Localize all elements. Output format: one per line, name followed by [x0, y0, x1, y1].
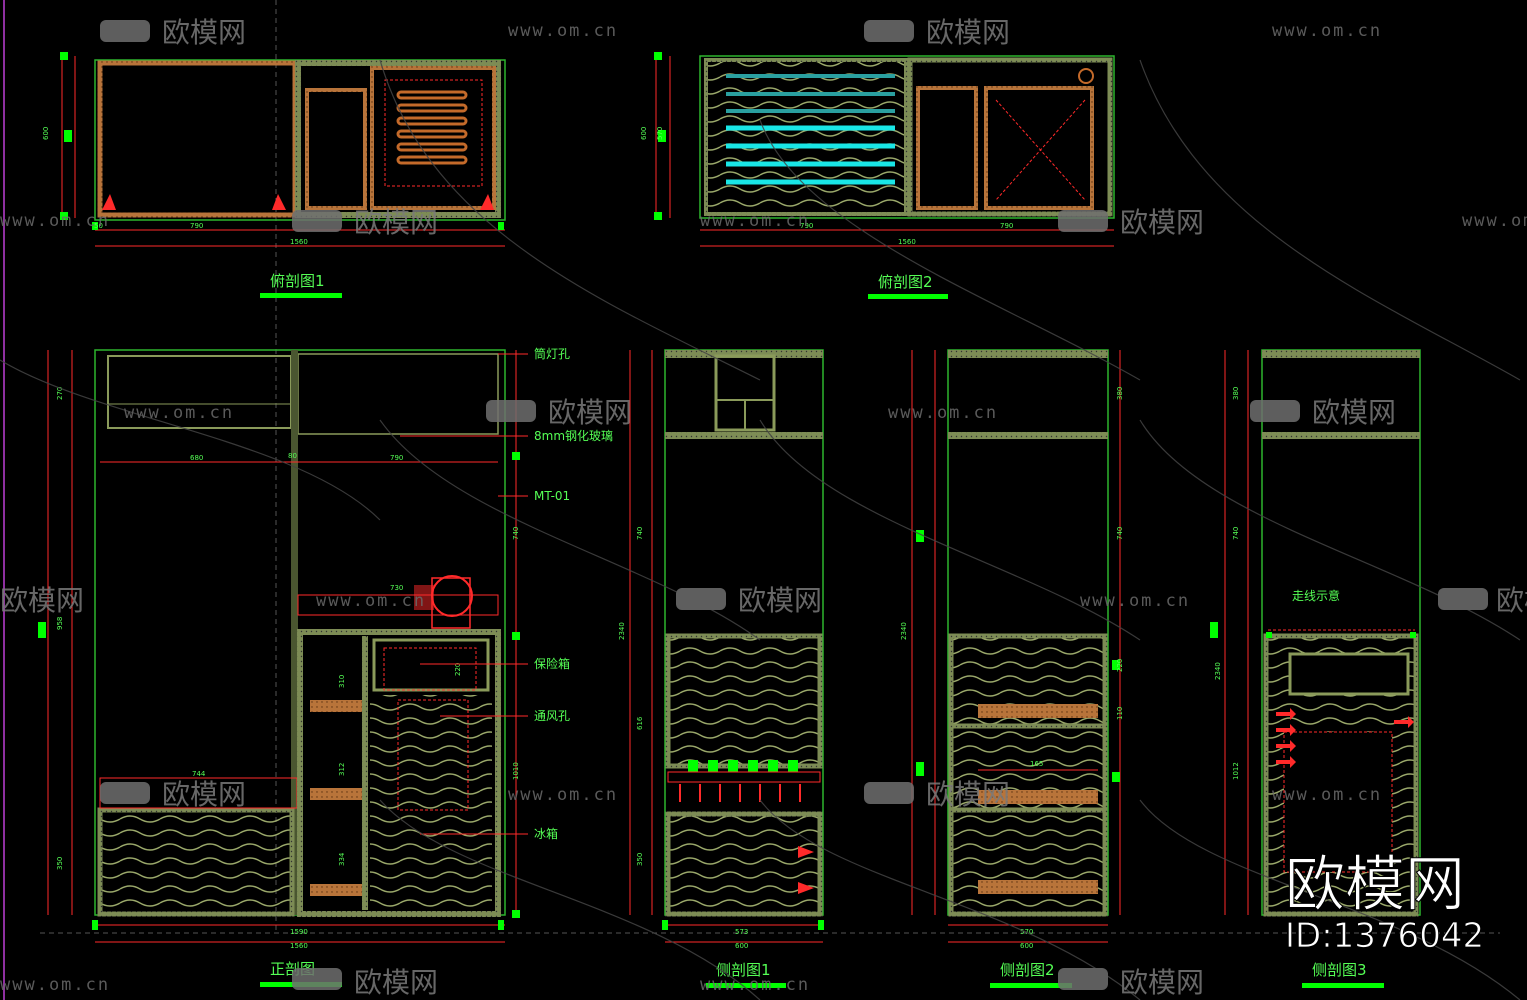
side-section-1: 740 2340 616 350 573 600 侧剖图1 — [618, 349, 824, 988]
watermark-brand: 欧模网 — [162, 778, 246, 811]
title-top-section-1: 俯剖图1 — [270, 272, 325, 290]
watermark-brand-large: 欧模网 — [1285, 850, 1465, 920]
watermark-brand: 欧模网 — [1120, 206, 1204, 239]
watermark-url: www.om.cn — [124, 403, 234, 423]
dim-1012: 1012 — [1232, 762, 1240, 780]
dim-570: 570 — [656, 127, 664, 140]
note-mt01: MT-01 — [534, 489, 570, 503]
watermark-url: www.om.cn — [508, 21, 618, 41]
title-side-section-1: 侧剖图1 — [716, 961, 771, 979]
title-side-section-2: 侧剖图2 — [1000, 961, 1055, 979]
dim-790-b: 790 — [1000, 222, 1013, 230]
watermark-url: www.om.cn — [316, 591, 426, 611]
dim-312: 312 — [338, 763, 346, 776]
dim-790-front: 790 — [390, 454, 403, 462]
sofa-logo-icon — [100, 20, 1488, 990]
dim-740: 740 — [512, 527, 520, 540]
dim-110-s2: 110 — [1116, 707, 1124, 720]
dim-744: 744 — [192, 770, 206, 778]
watermark-brand: 欧模网 — [926, 16, 1010, 49]
watermark-url: www.om.cn — [700, 211, 810, 231]
dim-50: 50 — [94, 222, 103, 230]
front-section: 680 790 270 958 350 740 1010 310 312 334… — [38, 346, 613, 987]
dim-220-s2: 220 — [1116, 659, 1124, 672]
top-section-2: 790 790 1560 600 570 俯剖图2 — [640, 52, 1115, 299]
dim-790: 790 — [190, 222, 203, 230]
dim-958: 958 — [56, 617, 64, 630]
dim-1590: 1590 — [290, 928, 308, 936]
watermark-brand: 欧模网 — [926, 778, 1010, 811]
dim-2340-s2: 2340 — [900, 622, 908, 640]
dim-80: 80 — [288, 452, 297, 460]
watermark-url: www.om.cn — [1080, 591, 1190, 611]
watermark-brand: 欧模网 — [162, 16, 246, 49]
dim-600-s1: 600 — [735, 942, 748, 950]
watermark-brand: 欧模网 — [1312, 396, 1396, 429]
watermark-url: www.om.cn — [0, 975, 110, 995]
note-downlight: 筒灯孔 — [534, 346, 570, 361]
dim-573: 573 — [735, 928, 748, 936]
dim-740-s1: 740 — [636, 527, 644, 540]
watermark-url: www.om.cn — [1272, 785, 1382, 805]
watermark-id: ID:1376042 — [1285, 916, 1484, 956]
watermark-url: www.om.cn — [1272, 21, 1382, 41]
dim-380-s3: 380 — [1232, 387, 1240, 400]
note-cable-routing: 走线示意 — [1292, 588, 1340, 603]
dim-740-s3: 740 — [1232, 527, 1240, 540]
watermark-brand: 欧模网 — [1120, 966, 1204, 999]
note-safe: 保险箱 — [534, 656, 570, 671]
dim-1560-front: 1560 — [290, 942, 308, 950]
note-vent: 通风孔 — [534, 709, 570, 723]
dim-616: 616 — [636, 716, 644, 730]
watermark-brand: 欧模网 — [0, 584, 84, 617]
dim-270: 270 — [56, 387, 64, 400]
note-glass: 8mm钢化玻璃 — [534, 429, 613, 443]
dim-600-b: 600 — [640, 127, 648, 140]
title-side-section-3: 侧剖图3 — [1312, 961, 1367, 979]
dim-2340-s1: 2340 — [618, 622, 626, 640]
watermarks: 欧模网 欧模网 欧模网 欧模网 欧模网 欧模网 欧模网 欧模网 欧模网 欧模网 … — [0, 16, 1527, 1000]
dim-740-s2: 740 — [1116, 527, 1124, 540]
watermark-url: www.om.cn — [1462, 211, 1527, 231]
watermark-url: www.om.cn — [508, 785, 618, 805]
watermark-brand: 欧模网 — [738, 584, 822, 617]
dim-1560-b: 1560 — [898, 238, 916, 246]
side-section-3: 走线示意 380 740 1012 2340 侧剖图3 — [1210, 349, 1421, 988]
watermark-url: www.om.cn — [888, 403, 998, 423]
dim-730: 730 — [390, 584, 403, 592]
side-section-2: 380 740 2340 220 110 165 570 600 侧剖图2 — [900, 349, 1124, 988]
dim-1560: 1560 — [290, 238, 308, 246]
watermark-url: www.om.cn — [700, 975, 810, 995]
dim-350: 350 — [56, 857, 64, 870]
watermark-brand: 欧模网 — [548, 396, 632, 429]
watermark-brand: 欧模网 — [354, 206, 438, 239]
top-section-1: 790 1560 600 50 俯剖图1 — [42, 52, 506, 298]
watermark-brand: 欧模网 — [354, 966, 438, 999]
note-fridge: 冰箱 — [534, 826, 558, 841]
dim-680: 680 — [190, 454, 203, 462]
dim-220: 220 — [454, 663, 462, 676]
dim-334: 334 — [338, 852, 346, 866]
dim-165: 165 — [1030, 760, 1043, 768]
dim-790-a: 790 — [800, 222, 813, 230]
dim-600-s2: 600 — [1020, 942, 1033, 950]
dim-310: 310 — [338, 675, 346, 688]
title-top-section-2: 俯剖图2 — [878, 273, 933, 291]
dim-1010: 1010 — [512, 762, 520, 780]
watermark-brand: 欧模网 — [1496, 584, 1527, 617]
dim-600: 600 — [42, 127, 50, 140]
dim-350-s1: 350 — [636, 853, 644, 866]
watermark-url: www.om.cn — [0, 211, 110, 231]
dim-2340-s3: 2340 — [1214, 662, 1222, 680]
dim-380-s2: 380 — [1116, 387, 1124, 400]
